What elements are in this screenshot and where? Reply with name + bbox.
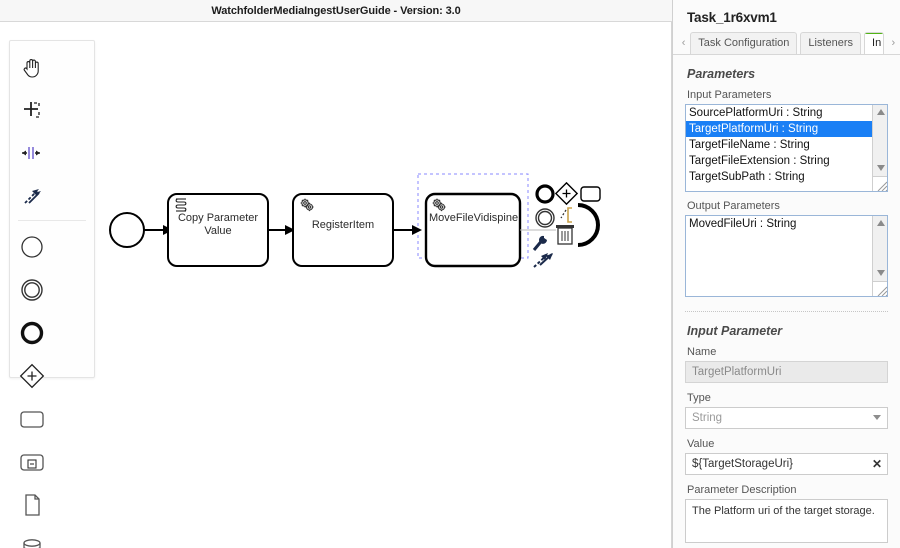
input-parameters-label: Input Parameters	[687, 89, 772, 101]
space-tool-icon[interactable]	[10, 131, 53, 174]
data-store-icon[interactable]	[10, 526, 53, 548]
intermediate-event-icon[interactable]	[10, 268, 53, 311]
input-parameters-list[interactable]: SourcePlatformUri : String TargetPlatfor…	[685, 104, 888, 192]
scroll-down-icon[interactable]	[873, 266, 887, 280]
clear-value-icon[interactable]: ✕	[871, 457, 882, 471]
output-parameters-label: Output Parameters	[687, 200, 780, 212]
name-label: Name	[687, 346, 717, 358]
section-divider	[685, 311, 888, 312]
data-object-icon[interactable]	[10, 483, 53, 526]
append-intermediate-event-icon[interactable]	[535, 208, 555, 228]
subprocess-icon[interactable]	[10, 440, 53, 483]
page-title: WatchfolderMediaIngestUserGuide - Versio…	[211, 4, 461, 17]
list-item[interactable]: TargetFileName : String	[689, 139, 810, 151]
service-task-icon	[432, 198, 446, 212]
tabs-next-arrow[interactable]: ›	[891, 37, 896, 49]
parameter-description-label: Parameter Description	[687, 484, 797, 496]
end-event-icon[interactable]	[10, 311, 53, 354]
palette-divider	[18, 220, 86, 221]
list-item[interactable]: MovedFileUri : String	[689, 218, 797, 230]
list-item[interactable]: SourcePlatformUri : String	[689, 107, 823, 119]
append-text-annotation-icon[interactable]	[560, 207, 572, 223]
tab-task-configuration[interactable]: Task Configuration	[690, 32, 798, 54]
resize-grip-icon[interactable]	[872, 176, 887, 191]
properties-body: Parameters Input Parameters SourcePlatfo…	[673, 67, 900, 548]
type-label: Type	[687, 392, 711, 404]
tabs-prev-arrow[interactable]: ‹	[681, 37, 686, 49]
scroll-up-icon[interactable]	[873, 105, 887, 119]
output-parameters-list[interactable]: MovedFileUri : String	[685, 215, 888, 297]
start-event-shape[interactable]	[109, 212, 145, 248]
append-task-icon[interactable]	[580, 186, 601, 202]
input-parameters-scrollbar[interactable]	[872, 105, 887, 191]
name-field[interactable]	[685, 361, 888, 383]
hand-tool-icon[interactable]	[10, 45, 53, 88]
list-item[interactable]: TargetSubPath : String	[689, 171, 805, 183]
input-parameter-heading: Input Parameter	[687, 324, 783, 338]
append-end-event-icon[interactable]	[535, 184, 555, 204]
properties-panel: Task_1r6xvm1 ‹ Task Configuration Listen…	[672, 0, 900, 548]
list-item[interactable]: TargetFileExtension : String	[689, 155, 830, 167]
script-task-icon	[175, 198, 187, 212]
gateway-icon[interactable]	[10, 354, 53, 397]
wrench-icon[interactable]	[532, 235, 547, 251]
bpmn-palette[interactable]	[9, 40, 95, 548]
start-event-icon[interactable]	[10, 225, 53, 268]
context-pad[interactable]	[532, 181, 601, 268]
scroll-up-icon[interactable]	[873, 216, 887, 230]
parameters-heading: Parameters	[687, 67, 756, 81]
element-id-title: Task_1r6xvm1	[687, 10, 777, 25]
tab-listeners[interactable]: Listeners	[800, 32, 862, 54]
diagram-shapes	[109, 173, 601, 268]
delete-icon[interactable]	[556, 225, 574, 245]
global-connect-tool-icon[interactable]	[10, 174, 53, 217]
connect-icon[interactable]	[533, 253, 553, 268]
diagram-header-bar: WatchfolderMediaIngestUserGuide - Versio…	[0, 0, 672, 22]
value-label: Value	[687, 438, 715, 450]
list-item[interactable]: TargetPlatformUri : String	[686, 121, 872, 137]
properties-tabs[interactable]: ‹ Task Configuration Listeners In ›	[673, 31, 900, 55]
service-task-icon	[300, 198, 314, 212]
parameter-description-field[interactable]	[685, 499, 888, 543]
lasso-tool-icon[interactable]	[10, 88, 53, 131]
value-field[interactable]	[685, 453, 888, 475]
append-gateway-icon[interactable]	[554, 181, 579, 206]
scroll-down-icon[interactable]	[873, 161, 887, 175]
bpmn-diagram: Copy Parameter Value RegisterItem MoveFi…	[0, 22, 671, 548]
type-select[interactable]	[685, 407, 888, 429]
tab-input-output[interactable]: In	[864, 32, 884, 54]
task-icon[interactable]	[10, 397, 53, 440]
resize-grip-icon[interactable]	[872, 281, 887, 296]
output-parameters-scrollbar[interactable]	[872, 216, 887, 296]
bpmn-canvas[interactable]: Copy Parameter Value RegisterItem MoveFi…	[0, 22, 672, 548]
